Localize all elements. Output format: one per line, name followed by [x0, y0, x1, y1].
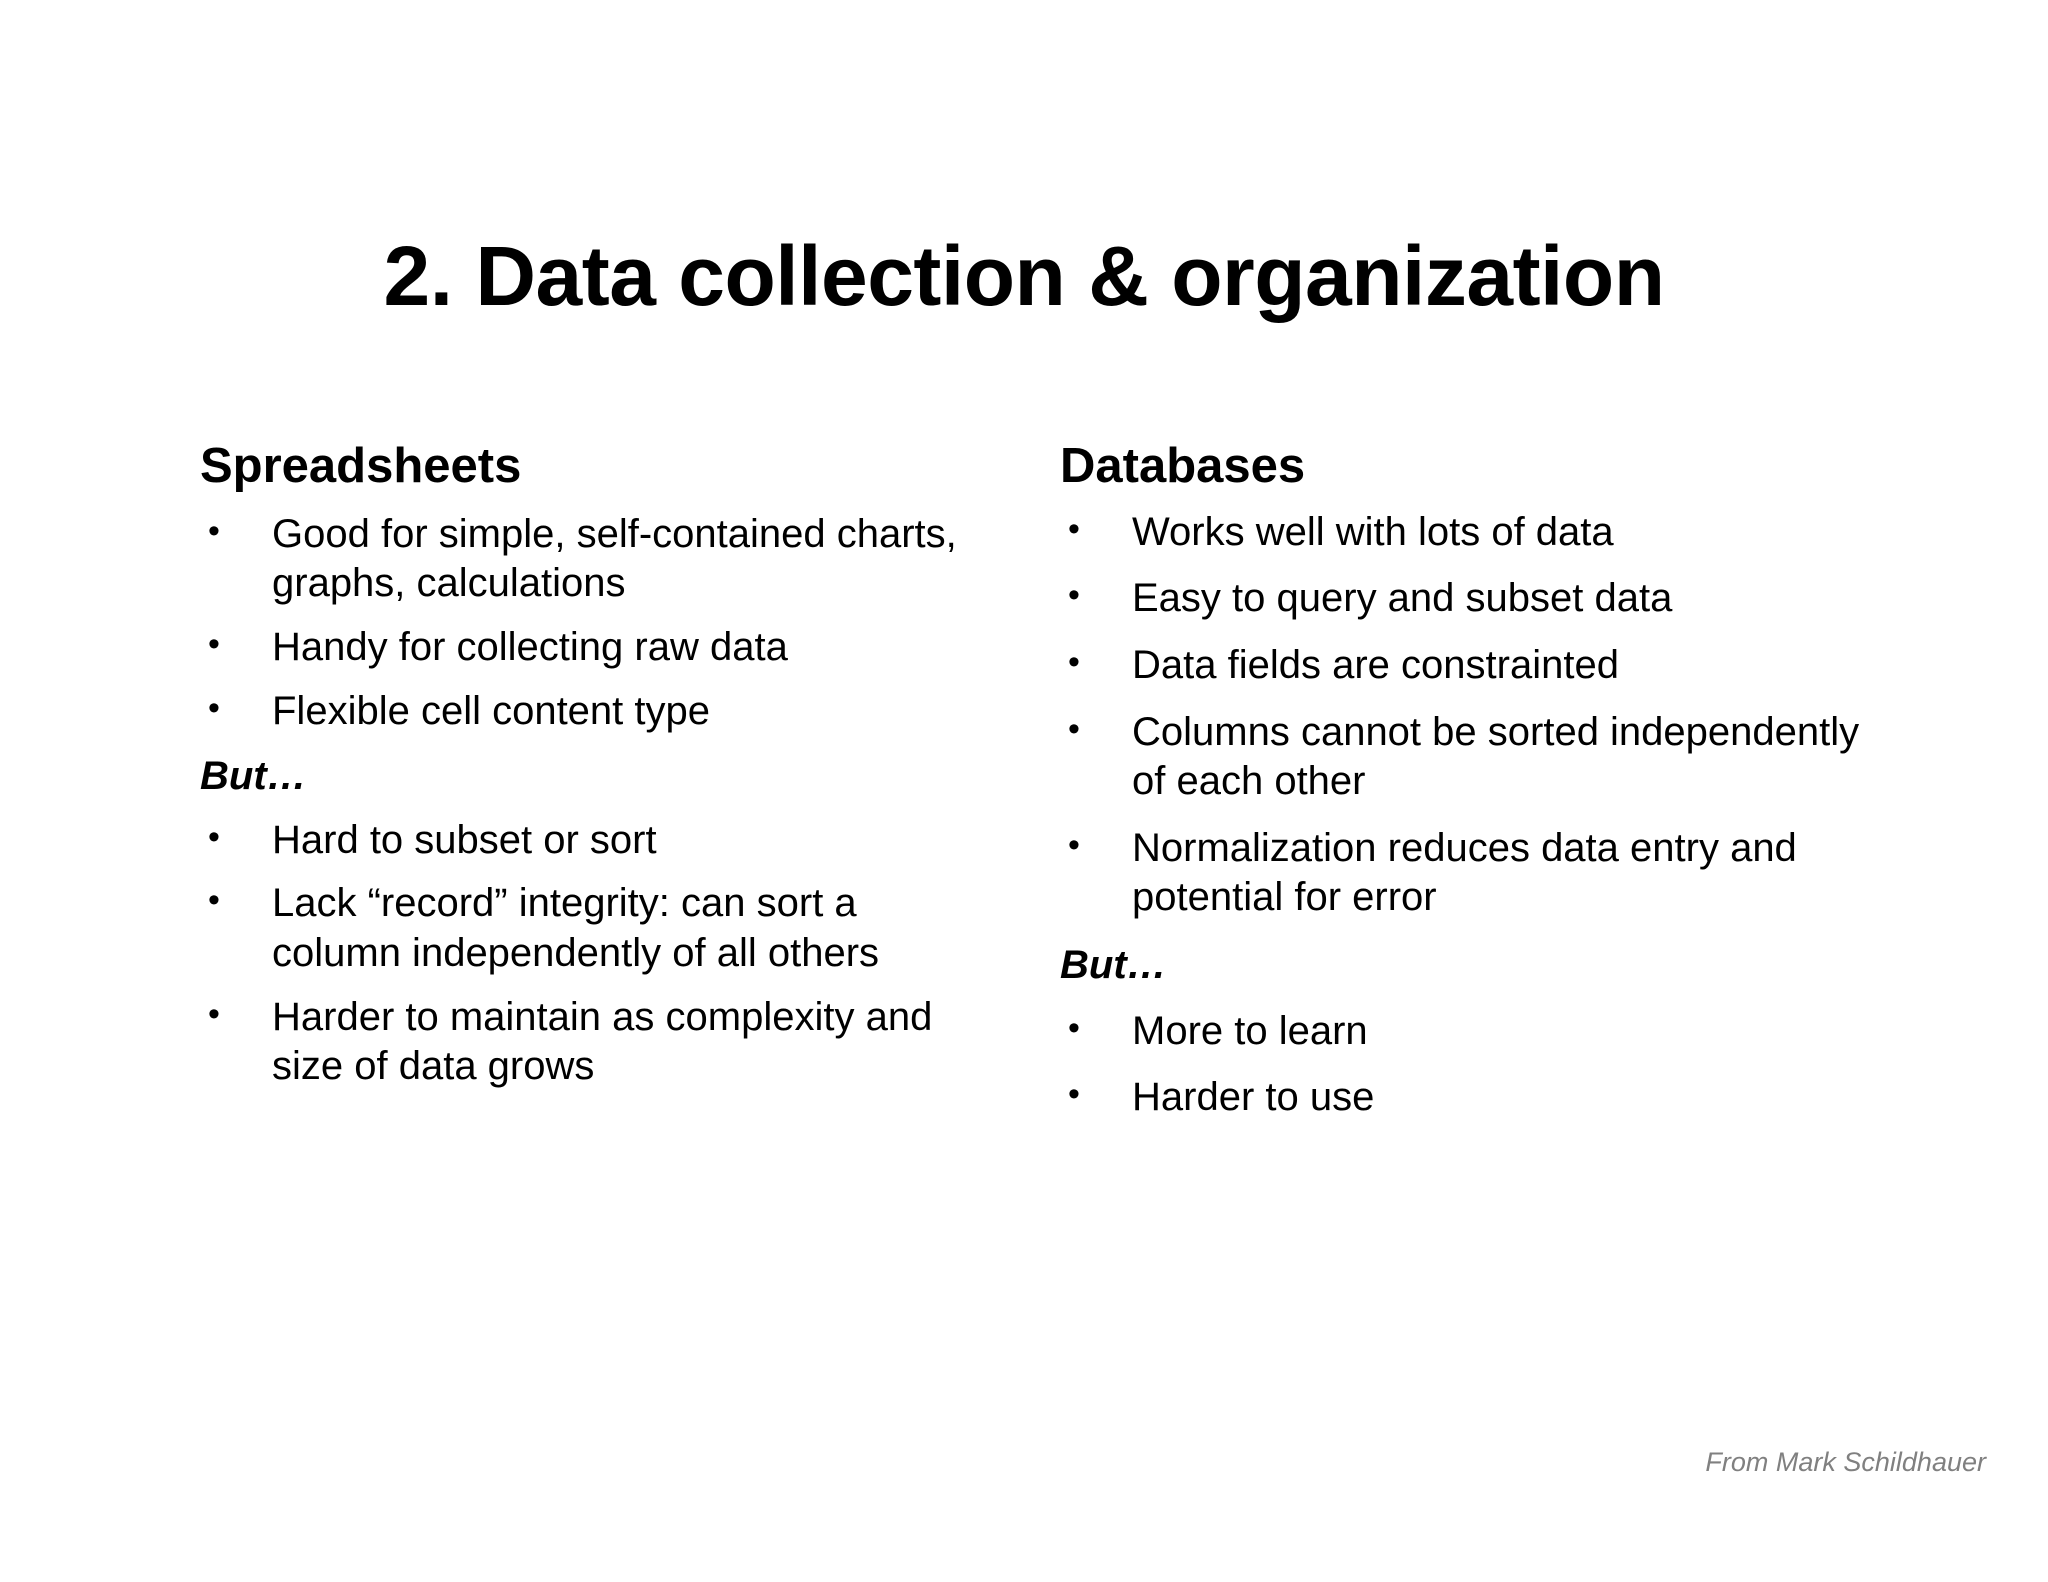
spreadsheets-heading: Spreadsheets: [200, 439, 522, 493]
attribution-credit: From Mark Schildhauer: [1705, 1447, 1986, 1477]
spreadsheets-but-label: But…: [200, 754, 307, 799]
list-item: Lack “record” integrity: can sort a colu…: [200, 878, 990, 978]
list-item: Handy for collecting raw data: [200, 622, 990, 673]
databases-column: Databases Works well with lots of data E…: [1060, 439, 1860, 1140]
list-item: Hard to subset or sort: [200, 815, 990, 866]
spreadsheets-column: Spreadsheets Good for simple, self-conta…: [200, 439, 990, 1106]
list-item: Harder to maintain as complexity and siz…: [200, 992, 990, 1092]
page-title: 2. Data collection & organization: [383, 229, 1665, 324]
databases-pros-list: Works well with lots of data Easy to que…: [1060, 507, 1860, 923]
list-item: Normalization reduces data entry and pot…: [1060, 823, 1860, 923]
list-item: Data fields are constrainted: [1060, 640, 1860, 691]
list-item: Flexible cell content type: [200, 686, 990, 737]
list-item: Good for simple, self-contained charts, …: [200, 509, 990, 609]
list-item: Works well with lots of data: [1060, 507, 1860, 558]
databases-heading: Databases: [1060, 439, 1306, 493]
list-item: Harder to use: [1060, 1072, 1860, 1123]
spreadsheets-cons-list: Hard to subset or sort Lack “record” int…: [200, 815, 990, 1092]
list-item: Easy to query and subset data: [1060, 573, 1860, 624]
list-item: Columns cannot be sorted independently o…: [1060, 707, 1860, 807]
list-item: More to learn: [1060, 1006, 1860, 1057]
spreadsheets-pros-list: Good for simple, self-contained charts, …: [200, 509, 990, 737]
databases-but-label: But…: [1060, 943, 1167, 988]
databases-cons-list: More to learn Harder to use: [1060, 1006, 1860, 1123]
